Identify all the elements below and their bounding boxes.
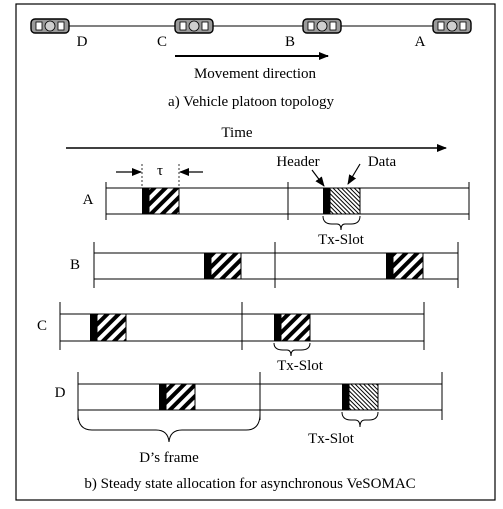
row-c-slot1-data [96, 313, 127, 342]
row-d-slot2-data [348, 383, 379, 411]
vehicle-label-b: B [285, 34, 295, 50]
row-d-slot1-header [159, 384, 166, 410]
row-b-slot1-header [204, 253, 211, 279]
slot-allocation: Time τ Header Data A Tx-Slot B [37, 125, 470, 492]
row-a-slot1-data [148, 187, 180, 215]
vehicle-label-d: D [77, 34, 88, 50]
row-d-tx-slot-brace [341, 411, 379, 428]
row-a-slot1-header [142, 188, 149, 214]
vehicle-b-icon [302, 18, 342, 34]
row-b-slot2-data [392, 252, 424, 280]
row-b-slot1-data [210, 252, 242, 280]
row-d-tx-slot-label: Tx-Slot [308, 431, 355, 447]
row-a-slot2-header [323, 188, 330, 214]
row-label-d: D [55, 385, 66, 401]
figure-border [15, 3, 496, 501]
row-c-tx-slot-label: Tx-Slot [277, 358, 324, 374]
vehicle-c-icon [174, 18, 214, 34]
row-c-slot2-data [280, 313, 311, 342]
row-c-slot2-header [274, 314, 281, 341]
row-c-tx-slot-brace [273, 342, 311, 357]
row-c-slot1-header [90, 314, 97, 341]
vehicle-a-icon [432, 18, 472, 34]
row-d-slot1-data [165, 383, 196, 411]
time-label: Time [221, 125, 252, 141]
movement-label: Movement direction [194, 66, 317, 82]
vehicle-label-a: A [415, 34, 426, 50]
row-a-slot2-data [329, 187, 361, 215]
vehicle-label-c: C [157, 34, 167, 50]
row-label-a: A [83, 192, 94, 208]
header-label: Header [276, 154, 319, 170]
platoon-topology: D C B A Movement direction a) Vehicle pl… [30, 18, 472, 110]
row-label-b: B [70, 257, 80, 273]
row-d-slot2-header [342, 384, 349, 410]
data-label: Data [368, 154, 397, 170]
row-a-tx-slot-brace [322, 215, 361, 231]
d-frame-label: D’s frame [139, 450, 199, 466]
topology-caption: a) Vehicle platoon topology [168, 94, 334, 110]
row-a-tx-slot-label: Tx-Slot [318, 232, 365, 248]
tau-label: τ [157, 163, 163, 179]
d-frame-brace [77, 413, 261, 443]
allocation-caption: b) Steady state allocation for asynchron… [84, 476, 415, 492]
row-b-slot2-header [386, 253, 393, 279]
data-pointer [347, 163, 361, 185]
vehicle-d-icon [30, 18, 70, 34]
row-label-c: C [37, 318, 47, 334]
header-pointer [311, 169, 325, 187]
